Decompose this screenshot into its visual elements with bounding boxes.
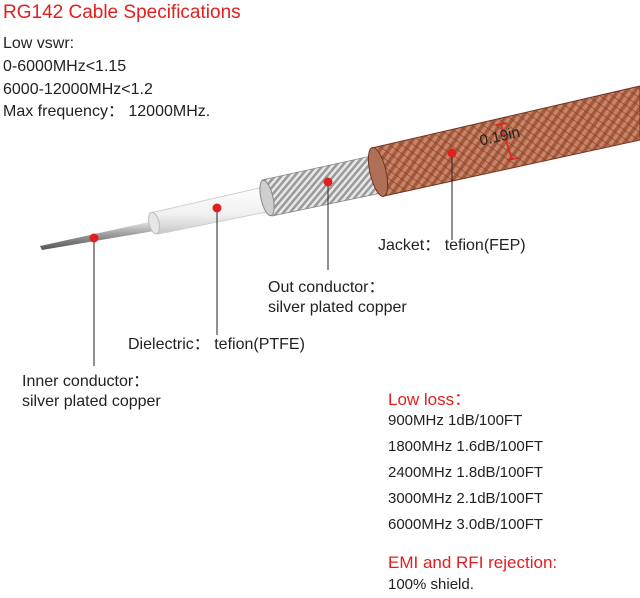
- page-title: RG142 Cable Specifications: [3, 2, 241, 23]
- low-loss-heading: Low loss：: [388, 390, 472, 409]
- out-conductor-label: Out conductor：: [268, 279, 385, 296]
- emi-heading: EMI and RFI rejection:: [388, 553, 558, 572]
- loss-row: 3000MHz 2.1dB/100FT: [388, 490, 544, 507]
- dielectric-dot: [212, 203, 222, 213]
- loss-row: 6000MHz 3.0dB/100FT: [388, 516, 544, 533]
- dielectric-label: Dielectric： tefion(PTFE): [128, 336, 305, 353]
- inner-conductor: [40, 220, 160, 250]
- out-conductor-braid: [259, 154, 387, 217]
- diameter-dimension: [495, 122, 519, 161]
- leader-lines: [93, 153, 453, 366]
- emi-value: 100% shield.: [388, 576, 474, 593]
- vswr-range-1: 0-6000MHz<1.15: [3, 58, 127, 75]
- inner-conductor-label: Inner conductor：: [22, 373, 150, 390]
- inner-conductor-dot: [89, 233, 99, 243]
- jacket-dot: [447, 148, 457, 158]
- loss-row: 1800MHz 1.6dB/100FT: [388, 438, 544, 455]
- loss-row: 2400MHz 1.8dB/100FT: [388, 464, 544, 481]
- jacket-label: Jacket： tefion(FEP): [378, 237, 526, 254]
- marker-dots: [89, 148, 457, 243]
- max-frequency: Max frequency： 12000MHz.: [3, 103, 211, 120]
- vswr-range-2: 6000-12000MHz<1.2: [3, 81, 153, 98]
- loss-row: 900MHz 1dB/100FT: [388, 412, 523, 429]
- out-conductor-material: silver plated copper: [268, 299, 407, 316]
- out-conductor-dot: [323, 177, 333, 187]
- vswr-label: Low vswr:: [3, 35, 75, 52]
- inner-conductor-material: silver plated copper: [22, 393, 161, 410]
- dielectric-core: [148, 185, 277, 235]
